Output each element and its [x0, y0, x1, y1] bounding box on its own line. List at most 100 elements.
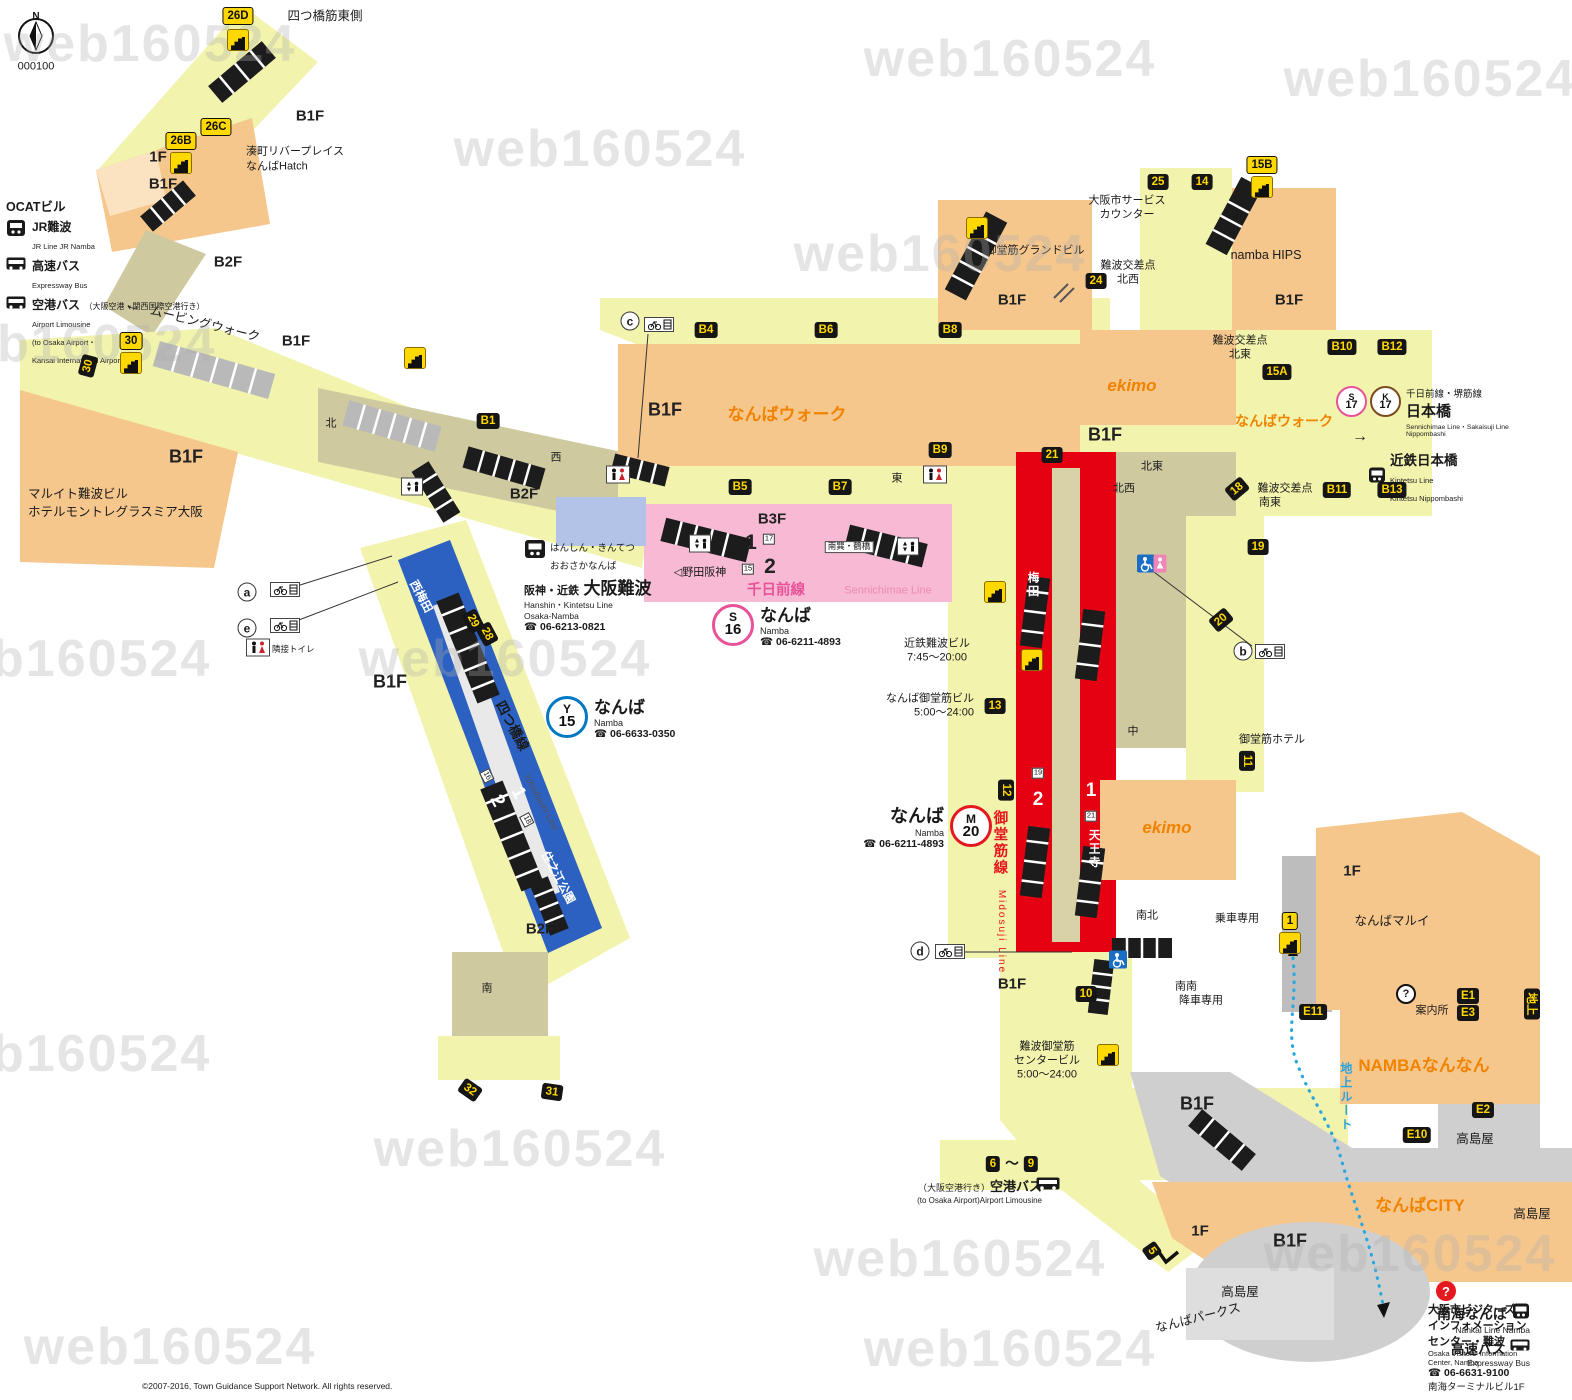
exit-badge: 21 — [1041, 447, 1063, 463]
station-en2: Osaka-Namba — [524, 611, 579, 621]
map-label: 南 — [481, 982, 493, 995]
map-label: 2 — [1032, 789, 1044, 811]
nursing-icon — [1153, 554, 1167, 578]
facility-icons — [935, 944, 965, 964]
point-letter: d — [910, 941, 930, 961]
map-label: 18 — [519, 812, 535, 828]
escalator-icon — [404, 347, 426, 369]
exit-badge: B12 — [1377, 339, 1407, 355]
watermark: web160524 — [863, 1320, 1157, 1379]
bus-icon — [1510, 1339, 1530, 1357]
map-label: B1F — [1274, 291, 1304, 309]
airport-note: （大阪空港行き） — [917, 1183, 990, 1193]
point-letter: b — [1233, 641, 1253, 661]
nankai-name: 南海なんば — [1437, 1305, 1507, 1322]
station-kana2: おおさかなんば — [550, 561, 617, 572]
map-label: B1F — [1179, 1093, 1215, 1114]
exit-badge: B1 — [476, 413, 500, 429]
osaka-namba-station: はんしん・きんてつ おおさかなんば 阪神・近鉄 大阪難波 Hanshin・Kin… — [524, 538, 684, 633]
exit-badge: 6 — [985, 1156, 1001, 1172]
map-label: 案内所 — [1415, 1004, 1449, 1017]
map-label: 北西 — [1117, 273, 1139, 286]
map-label: 中 — [1127, 725, 1139, 738]
exit-badge: 19 — [1247, 539, 1269, 555]
exit-badge: 20 — [1207, 607, 1235, 633]
map-label: 難波御堂筋 — [1019, 1040, 1075, 1053]
map-label: ©2007-2016, Town Guidance Support Networ… — [142, 1381, 393, 1392]
map-label: namba HIPS — [1230, 247, 1302, 262]
nankai-en: Nankai Line Namba — [1455, 1325, 1530, 1335]
map-label: → — [1352, 427, 1368, 445]
facility-icons — [1255, 644, 1285, 664]
map-label: なんばHatch — [246, 160, 308, 173]
s16-en: Namba — [760, 626, 790, 636]
northe-corridor — [1140, 168, 1232, 345]
watermark: web160524 — [813, 1230, 1107, 1289]
exit-badge: 9 — [1023, 1156, 1039, 1172]
watermark: web160524 — [373, 1120, 667, 1179]
ocat-title: OCATビル — [6, 200, 66, 214]
south-olive — [452, 952, 548, 1038]
toilet-icon — [923, 465, 947, 489]
s16-tel: ☎ 06-6211-4893 — [760, 636, 841, 648]
airport-bus-icon — [6, 296, 26, 315]
route-arrow-down — [1377, 1302, 1390, 1318]
map-label: B2F — [525, 920, 555, 938]
map-label: 四つ橋筋東側 — [287, 8, 363, 23]
map-label: Sennichimae Line — [844, 584, 932, 597]
map-label: 御堂筋ホテル — [1239, 733, 1305, 746]
map-label: 難波交差点 — [1100, 259, 1156, 272]
nankai-station: 南海なんば Nankai Line Namba 高速バス Expressway … — [1360, 1302, 1530, 1368]
exit-badge: 1 — [1281, 912, 1299, 930]
exit-badge: 32 — [456, 1077, 484, 1103]
watermark: web160524 — [0, 315, 217, 374]
escalator-icon — [1021, 649, 1043, 671]
wheelchair-icon — [1109, 950, 1127, 974]
exit-badge: B7 — [828, 479, 852, 495]
map-label: 南北 — [1136, 909, 1158, 922]
escalator-icon — [984, 581, 1006, 603]
nippombashi-en2: Nippombashi — [1406, 431, 1446, 438]
exit-badge: B13 — [1377, 482, 1407, 498]
wheelchair-icon — [1137, 554, 1155, 578]
exit-badge: 12 — [998, 779, 1014, 801]
nankai-bus-label: 高速バス — [1451, 1342, 1505, 1357]
visitors-tel: ☎ 06-6631-9100 — [1428, 1367, 1510, 1379]
map-label: 天王寺 — [1087, 828, 1100, 870]
map-label: 御堂筋グランドビル — [985, 244, 1085, 257]
exit-badge: 26C — [200, 118, 232, 136]
map-label: 1 — [506, 783, 531, 803]
map-label: ◁野田阪神 — [673, 566, 727, 579]
map-label: B1F — [148, 175, 178, 193]
map-label: 17 — [762, 533, 776, 545]
nippombashi-lines: 千日前線・堺筋線 — [1406, 389, 1483, 400]
m20-tel: ☎ 06-6211-4893 — [863, 838, 944, 850]
map-label: B1F — [997, 291, 1027, 309]
map-label: 降車専用 — [1179, 994, 1223, 1007]
map-label: 乗車専用 — [1215, 912, 1259, 925]
map-label: 19 — [1031, 767, 1045, 779]
jr-namba-en: JR Line JR Namba — [32, 242, 95, 251]
map-label: 住之江公園 — [538, 849, 577, 906]
map-label: 高島屋 — [1456, 1131, 1494, 1146]
exit-badge: 25 — [1147, 174, 1169, 190]
map-label: ekimo — [1107, 376, 1157, 396]
compass-north-label: N — [32, 11, 39, 22]
map-label: マルイト難波ビル — [28, 486, 129, 501]
namba-walk-orange — [618, 344, 1110, 466]
airport-limousine-en1: Airport Limousine — [32, 320, 91, 329]
map-label: B1F — [372, 671, 408, 692]
jr-namba-label: JR難波 — [32, 220, 72, 234]
map-label: 5:00～24:00 — [914, 706, 974, 719]
midosuji-plat — [1052, 468, 1080, 942]
exit-badge: B10 — [1327, 339, 1357, 355]
kintetsu-en2: Kintetsu Nippombashi — [1390, 494, 1463, 503]
nankai-bus-en: Expressway Bus — [1467, 1358, 1530, 1368]
map-label: ホテルモントレグラスミア大阪 — [28, 504, 203, 519]
kintetsu-name: 近鉄日本橋 — [1390, 453, 1458, 468]
map-label: 南巽・鶴橋 — [824, 541, 874, 553]
